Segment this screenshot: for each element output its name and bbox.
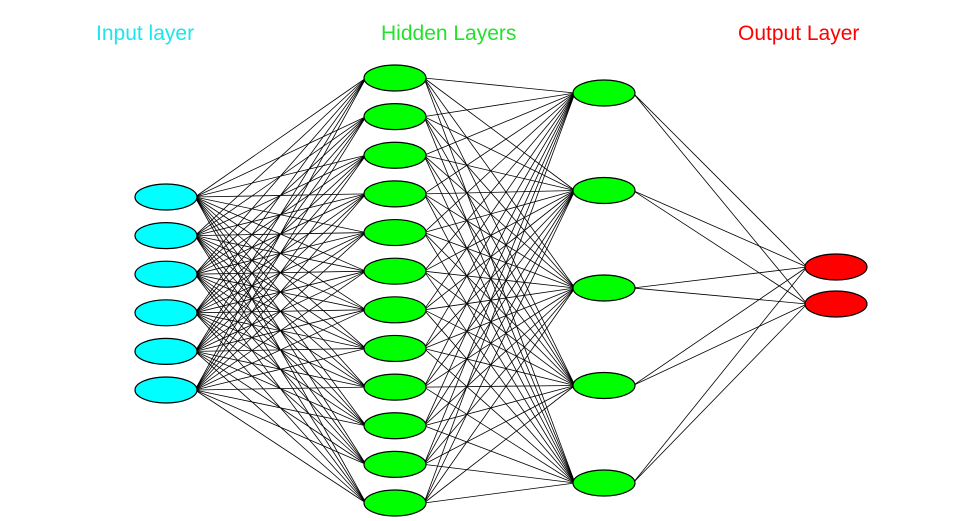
edge-hidden-2-2-to-output-1 (632, 190, 808, 268)
edge-hidden-1-10-to-hidden-2-4 (423, 385, 576, 427)
edge-hidden-1-4-to-hidden-2-1 (423, 92, 576, 195)
edge-input-6-to-hidden-1-10 (194, 389, 367, 427)
hidden-2-node-5 (572, 469, 636, 497)
hidden-1-node-4 (363, 180, 427, 208)
input-node-6 (134, 376, 198, 404)
edge-hidden-1-9-to-hidden-2-2 (423, 190, 576, 388)
edge-hidden-1-3-to-hidden-2-3 (423, 154, 576, 289)
edge-hidden-1-1-to-hidden-2-5 (423, 77, 576, 484)
edge-hidden-2-4-to-output-2 (632, 303, 808, 386)
connections (194, 77, 808, 504)
edge-hidden-1-9-to-hidden-2-4 (423, 385, 576, 388)
edge-hidden-1-10-to-hidden-2-1 (423, 92, 576, 426)
neurons (134, 64, 868, 517)
input-node-4 (134, 299, 198, 327)
edge-input-6-to-hidden-1-6 (194, 270, 367, 391)
edge-hidden-1-8-to-hidden-2-1 (423, 92, 576, 349)
output-node-1 (804, 253, 868, 281)
output-node-2 (804, 290, 868, 318)
edge-input-6-to-hidden-1-1 (194, 77, 367, 391)
edge-hidden-1-3-to-hidden-2-2 (423, 154, 576, 191)
hidden-2-node-3 (572, 274, 636, 302)
edge-hidden-1-11-to-hidden-2-4 (423, 385, 576, 465)
edge-input-4-to-hidden-1-1 (194, 77, 367, 314)
input-node-5 (134, 337, 198, 365)
input-node-2 (134, 222, 198, 250)
edge-hidden-1-5-to-hidden-2-2 (423, 190, 576, 233)
edge-hidden-1-12-to-hidden-2-3 (423, 287, 576, 504)
edge-input-2-to-hidden-1-1 (194, 77, 367, 236)
edge-hidden-1-3-to-hidden-2-5 (423, 155, 576, 484)
hidden-layers-label: Hidden Layers (381, 22, 517, 45)
edge-hidden-1-2-to-hidden-2-4 (423, 116, 576, 386)
edge-hidden-1-1-to-hidden-2-1 (423, 77, 576, 94)
hidden-1-node-12 (363, 489, 427, 517)
edge-hidden-1-12-to-hidden-2-1 (423, 92, 576, 504)
hidden-1-node-11 (363, 450, 427, 478)
edge-input-6-to-hidden-1-8 (194, 348, 367, 391)
edge-hidden-1-12-to-hidden-2-2 (423, 190, 576, 504)
edge-input-3-to-hidden-1-1 (194, 77, 367, 275)
edge-hidden-1-7-to-hidden-2-1 (423, 92, 576, 311)
edge-input-6-to-hidden-1-7 (194, 309, 367, 391)
input-node-1 (134, 183, 198, 211)
edge-hidden-1-6-to-hidden-2-1 (423, 92, 576, 272)
hidden-2-node-4 (572, 371, 636, 400)
edge-input-6-to-hidden-1-12 (194, 389, 367, 504)
output-layer-label: Output Layer (738, 22, 860, 45)
edge-hidden-2-3-to-output-1 (632, 266, 808, 289)
edge-hidden-1-9-to-hidden-2-1 (423, 92, 576, 388)
edge-hidden-1-11-to-hidden-2-5 (423, 463, 576, 484)
edge-hidden-1-11-to-hidden-2-2 (423, 190, 576, 465)
edge-hidden-1-3-to-hidden-2-1 (423, 92, 576, 156)
edge-hidden-2-5-to-output-1 (632, 266, 808, 484)
edge-hidden-1-12-to-hidden-2-5 (423, 482, 576, 504)
edge-hidden-1-5-to-hidden-2-1 (423, 92, 576, 233)
edge-hidden-1-1-to-hidden-2-3 (423, 77, 576, 289)
hidden-1-node-2 (363, 103, 427, 131)
edge-hidden-1-2-to-hidden-2-2 (423, 116, 576, 191)
edge-hidden-1-12-to-hidden-2-4 (423, 385, 576, 504)
edge-hidden-1-10-to-hidden-2-2 (423, 190, 576, 426)
edge-hidden-2-5-to-output-2 (632, 303, 808, 484)
edge-input-1-to-hidden-1-1 (194, 77, 367, 198)
hidden-1-node-5 (363, 218, 427, 247)
edge-hidden-1-4-to-hidden-2-2 (423, 190, 576, 195)
edge-input-6-to-hidden-1-4 (194, 193, 367, 391)
edge-input-6-to-hidden-1-3 (194, 155, 367, 391)
edge-hidden-1-6-to-hidden-2-2 (423, 190, 576, 272)
edge-input-6-to-hidden-1-11 (194, 389, 367, 465)
hidden-2-node-1 (572, 79, 636, 107)
edge-hidden-2-1-to-output-2 (632, 92, 808, 305)
edge-hidden-2-3-to-output-2 (632, 287, 808, 305)
hidden-2-node-2 (572, 176, 636, 205)
hidden-1-node-9 (363, 373, 427, 401)
edge-hidden-1-7-to-hidden-2-2 (423, 190, 576, 311)
edge-input-6-to-hidden-1-2 (194, 116, 367, 391)
edge-hidden-1-2-to-hidden-2-1 (423, 92, 576, 118)
hidden-1-node-3 (363, 141, 427, 169)
hidden-1-node-10 (363, 412, 427, 440)
hidden-1-node-1 (363, 64, 427, 92)
edge-input-6-to-hidden-1-5 (194, 232, 367, 391)
edge-hidden-1-11-to-hidden-2-1 (423, 92, 576, 465)
edge-input-5-to-hidden-1-1 (194, 77, 367, 352)
edge-hidden-2-1-to-output-1 (632, 92, 808, 268)
input-node-3 (134, 260, 198, 288)
edge-hidden-1-9-to-hidden-2-5 (423, 386, 576, 484)
edge-hidden-1-8-to-hidden-2-4 (423, 348, 576, 386)
edge-hidden-1-2-to-hidden-2-5 (423, 116, 576, 484)
edge-hidden-2-2-to-output-2 (632, 190, 808, 305)
edge-input-6-to-hidden-1-9 (194, 386, 367, 391)
hidden-1-node-8 (363, 334, 427, 363)
input-layer-label: Input layer (96, 22, 195, 45)
hidden-1-node-7 (363, 296, 427, 324)
edge-hidden-1-8-to-hidden-2-2 (423, 190, 576, 349)
edge-hidden-2-4-to-output-1 (632, 266, 808, 386)
edge-hidden-1-1-to-hidden-2-2 (423, 77, 576, 191)
hidden-1-node-6 (363, 257, 427, 285)
